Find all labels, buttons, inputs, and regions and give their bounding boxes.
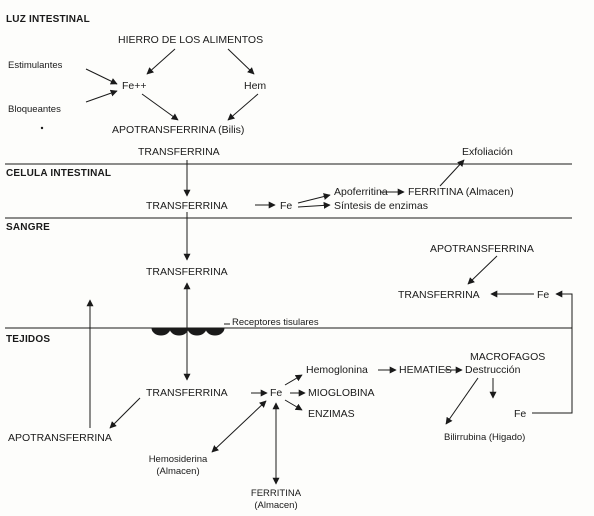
arrow-estimulantes-to-fe (85, 68, 118, 85)
arrow-fe-hemosiderina-bidirectional (211, 400, 267, 453)
node-bloqueantes: Bloqueantes (8, 104, 61, 115)
arrow-hierro-to-fe (146, 48, 176, 75)
arrow-bloqueantes-to-fe (85, 89, 118, 103)
section-tejidos: TEJIDOS (6, 334, 51, 345)
arrow-exfoliacion (439, 159, 465, 187)
arrow-hem-to-apo (227, 93, 259, 121)
node-fe-sangre: Fe (537, 289, 550, 301)
node-receptores-tisulares: Receptores tisulares (232, 317, 319, 328)
arrow-hierro-to-hem (227, 48, 255, 75)
node-fe-celula: Fe (280, 200, 293, 212)
hemosiderina-line-2: (Almacen) (156, 466, 200, 477)
arrow-fe-to-enzimas (284, 399, 303, 411)
node-transferrina-celula: TRANSFERRINA (146, 200, 228, 212)
node-hem: Hem (244, 80, 267, 92)
ferritina-tej-line-1: FERRITINA (250, 488, 302, 499)
node-fe-macrofago: Fe (514, 408, 527, 420)
arrow-apotransferrina-to-transferrina (467, 255, 498, 285)
arrow-fe-to-sintesis (297, 201, 331, 209)
node-apotransferrina-tejidos: APOTRANSFERRINA (8, 432, 112, 444)
hemosiderina-line-1: Hemosiderina (148, 454, 208, 465)
arrow-destruccion-to-bilirrubina (445, 377, 479, 425)
node-macrofagos: MACROFAGOS (470, 351, 546, 363)
arrow-fe-to-apo (141, 93, 179, 121)
arrow-fe-to-hemoglobina (284, 374, 303, 386)
node-hemosiderina: Hemosiderina (Almacen) (138, 454, 218, 478)
section-sangre: SANGRE (6, 222, 50, 233)
node-hierro-alimentos: HIERRO DE LOS ALIMENTOS (118, 34, 264, 46)
section-celula-intestinal: CELULA INTESTINAL (6, 168, 112, 179)
node-ferritina-almacen: FERRITINA (Almacen) (408, 186, 514, 198)
stray-mark (40, 126, 44, 130)
section-luz-intestinal: LUZ INTESTINAL (6, 14, 90, 25)
node-mioglobina: MIOGLOBINA (308, 387, 375, 399)
node-apotransferrina-sangre: APOTRANSFERRINA (430, 243, 534, 255)
node-apoferritina: Apoferritina (334, 186, 388, 198)
arrow-transferrina-to-apotransferrina (109, 397, 141, 429)
ferritina-tej-line-2: (Almacen) (254, 500, 298, 511)
node-hemoglobina: Hemoglonina (306, 364, 368, 376)
node-transferrina-tejidos: TRANSFERRINA (146, 387, 228, 399)
node-apotransferrina-bilis: APOTRANSFERRINA (Bilis) (112, 124, 245, 136)
node-transferrina-luz: TRANSFERRINA (138, 146, 220, 158)
node-bilirrubina-higado: Bilirrubina (Higado) (444, 432, 526, 443)
node-fe-plus: Fe++ (122, 80, 147, 92)
node-transferrina-sangre-right: TRANSFERRINA (398, 289, 480, 301)
node-fe-tejidos: Fe (270, 387, 283, 399)
node-sintesis-enzimas: Síntesis de enzimas (334, 200, 428, 212)
node-enzimas: ENZIMAS (308, 408, 355, 420)
node-destruccion: Destrucción (465, 364, 521, 376)
node-exfoliacion: Exfoliación (462, 146, 513, 158)
node-hematies: HEMATIES (399, 364, 452, 376)
arrow-fe-loop (532, 290, 573, 414)
node-ferritina-tejidos: FERRITINA (Almacen) (238, 488, 314, 512)
node-transferrina-sangre: TRANSFERRINA (146, 266, 228, 278)
node-estimulantes: Estimulantes (8, 60, 63, 71)
arrow-fe-to-apoferritina (297, 193, 331, 204)
receptor-bumps (151, 327, 225, 336)
